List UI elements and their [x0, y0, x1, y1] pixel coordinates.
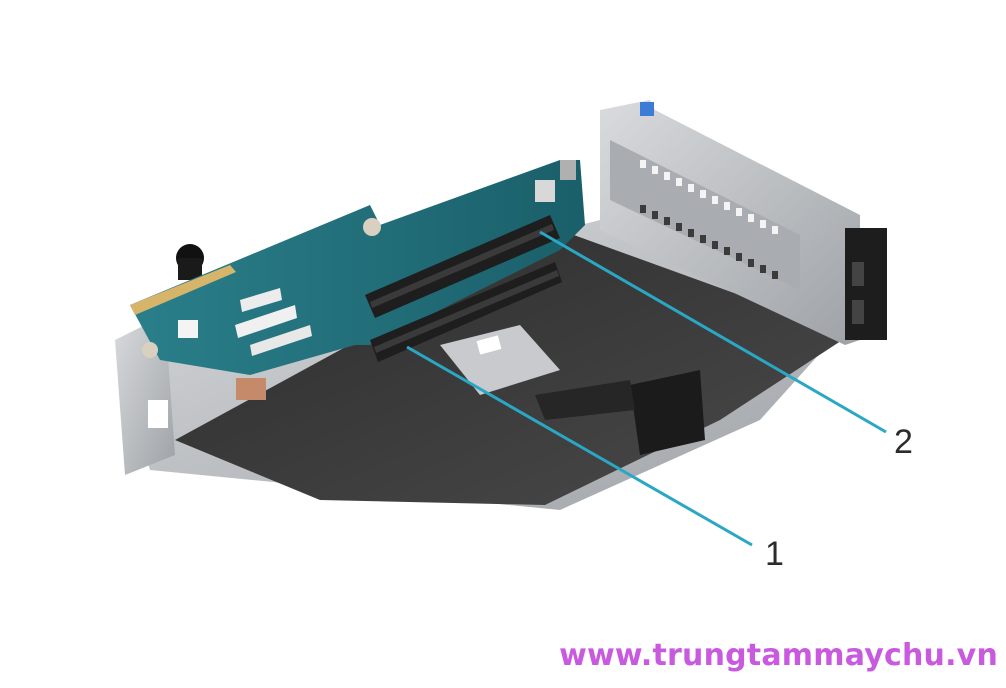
- callout-label-2: 2: [894, 423, 913, 461]
- bracket-vent-holes: [640, 160, 778, 234]
- release-latch: [845, 228, 887, 340]
- callout-line-1: [406, 345, 753, 547]
- callout-line-2: [539, 230, 887, 434]
- blue-touchpoint: [640, 102, 654, 116]
- expansion-card-cage: [600, 100, 887, 345]
- callout-label-1: 1: [765, 535, 784, 573]
- callout-lines: [406, 230, 887, 547]
- riser-pcb: [130, 160, 585, 400]
- metal-base-tray: [120, 220, 850, 510]
- watermark-url: www.trungtammaychu.vn: [559, 638, 998, 673]
- pcie-slots: [365, 160, 576, 362]
